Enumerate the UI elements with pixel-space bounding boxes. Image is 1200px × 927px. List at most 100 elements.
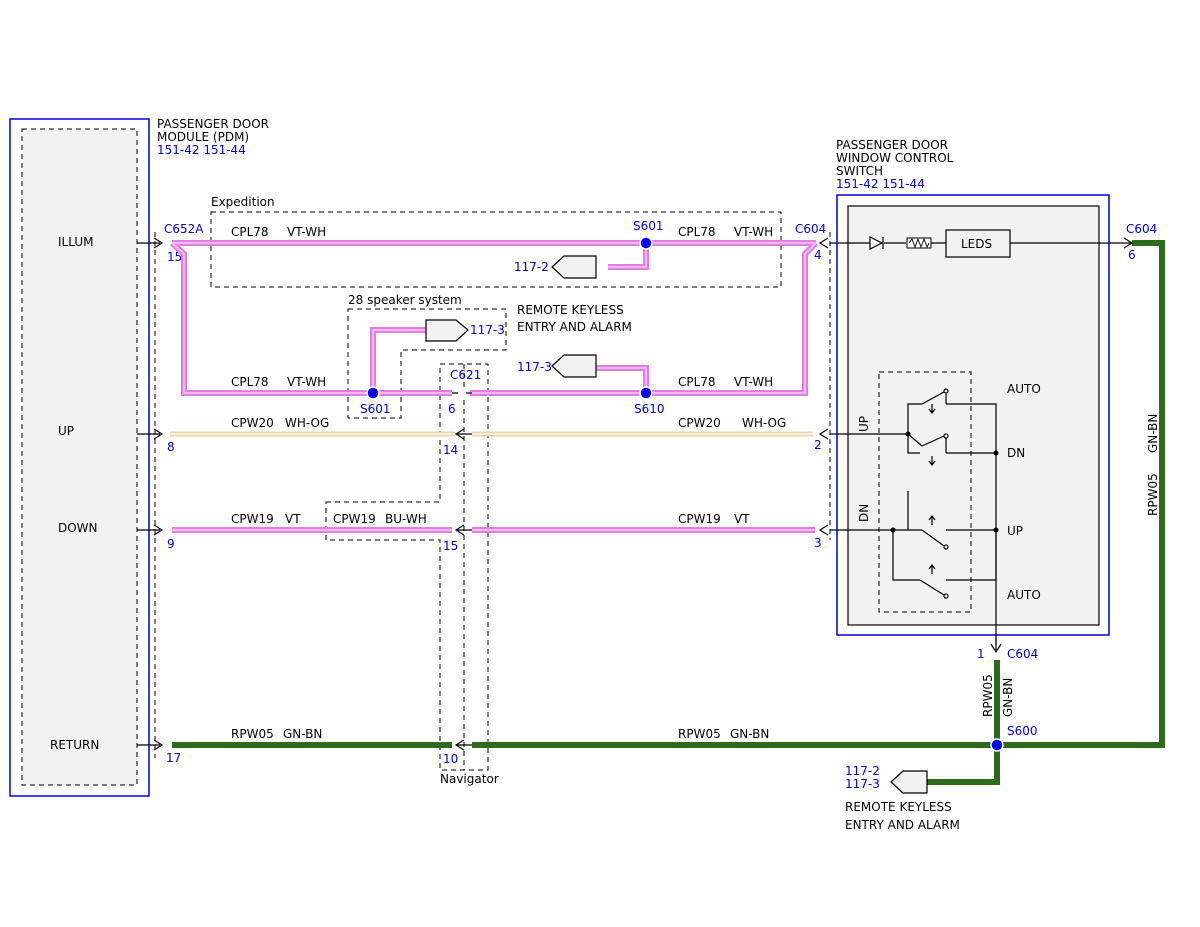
wire-rpw05-label-1: RPW05 (231, 727, 274, 741)
ref-flag-117-2 (551, 255, 597, 279)
wire-whog-label-2: WH-OG (742, 416, 786, 430)
wire-vtwh-label-4: VT-WH (734, 375, 773, 389)
switch-ref: 151-42 151-44 (836, 177, 925, 191)
pin-8-label: 8 (167, 440, 175, 454)
wire-cpl78-label-1: CPL78 (231, 225, 269, 239)
pin-illum-label: ILLUM (58, 235, 93, 249)
leds-label: LEDS (961, 237, 992, 251)
pin-3-label: 3 (814, 536, 822, 550)
pin-c621-10-label: 10 (443, 752, 458, 766)
switch-node-up (993, 527, 999, 533)
wire-cpl78 (169, 240, 819, 396)
arrow-c604-6 (1120, 237, 1134, 249)
resistor-icon (906, 237, 932, 249)
switch-module-border (836, 194, 1110, 636)
ref-flag-117-3-b (551, 354, 597, 378)
splice-s600-label: S600 (1007, 724, 1038, 738)
arrow-up (137, 428, 164, 440)
wire-cpw19-label-3: CPW19 (678, 512, 721, 526)
wire-cpw19-label-1: CPW19 (231, 512, 274, 526)
pdm-module-body (21, 128, 138, 786)
pin-2-label: 2 (814, 438, 822, 452)
ref-117-3-b: 117-3 (517, 360, 552, 374)
ref-117-2-b: 117-2 (845, 764, 880, 778)
switch-dn-label: DN (1007, 446, 1025, 460)
rke-label-4: ENTRY AND ALARM (845, 818, 960, 832)
pin-down-label: DOWN (58, 521, 98, 535)
switch-contacts (848, 388, 997, 645)
splice-s600 (990, 738, 1004, 752)
arrow-illum (137, 237, 164, 249)
wire-buwh-label: BU-WH (385, 512, 427, 526)
wire-rpw05-label-4: RPW05 (981, 674, 995, 717)
arrow-down (137, 524, 164, 536)
switch-node-input-dn (890, 527, 896, 533)
wire-vtwh-label-2: VT-WH (734, 225, 773, 239)
pdm-ref: 151-42 151-44 (157, 143, 246, 157)
arrow-c604-2 (818, 428, 848, 440)
wire-cpl78-label-2: CPL78 (678, 225, 716, 239)
switch-contacts-box (878, 371, 972, 613)
pin-c621-15-label: 15 (443, 539, 458, 553)
connector-c621-label: C621 (450, 368, 481, 382)
arrow-return (137, 739, 164, 751)
switch-side-up-label: UP (857, 416, 871, 432)
wire-gnbn-label-1: GN-BN (283, 727, 322, 741)
arrow-c604-4 (818, 237, 848, 249)
diode-icon (869, 236, 884, 250)
leds-block (945, 229, 1011, 258)
wire-cpw19-label-2: CPW19 (333, 512, 376, 526)
wire-cpl78-label-4: CPL78 (678, 375, 716, 389)
splice-s601-label-a: S601 (633, 219, 664, 233)
option-speaker-label: 28 speaker system (348, 293, 462, 307)
wire-vtwh-label-3: VT-WH (287, 375, 326, 389)
splice-s601-speaker (366, 386, 380, 400)
connector-c604-bottom-label: C604 (1007, 647, 1038, 661)
connector-c652a-label: C652A (164, 222, 204, 236)
wire-vtwh-label-1: VT-WH (287, 225, 326, 239)
pin-4-label: 4 (814, 248, 822, 262)
switch-node-input-up (905, 431, 911, 437)
pin-9-label: 9 (167, 537, 175, 551)
wire-gnbn-label-4: GN-BN (1001, 678, 1015, 717)
splice-s610 (639, 386, 653, 400)
wire-rpw05 (172, 240, 1165, 785)
switch-title-3: SWITCH (836, 164, 883, 178)
connector-c604-left-label: C604 (795, 222, 826, 236)
pdm-title-1: PASSENGER DOOR (157, 117, 269, 131)
wire-cpl78-label-3: CPL78 (231, 375, 269, 389)
pin-1-label: 1 (977, 647, 985, 661)
wire-rpw05-label-2: RPW05 (678, 727, 721, 741)
connector-c604-right-label: C604 (1126, 222, 1157, 236)
switch-title-1: PASSENGER DOOR (836, 138, 948, 152)
switch-title-2: WINDOW CONTROL (836, 151, 954, 165)
pin-return-label: RETURN (50, 738, 99, 752)
arrow-c604-3 (818, 524, 848, 536)
rke-label-1: REMOTE KEYLESS (517, 303, 624, 317)
rke-label-3: REMOTE KEYLESS (845, 800, 952, 814)
wire-gnbn-label-3: GN-BN (1146, 414, 1160, 453)
wire-whog-label-1: WH-OG (285, 416, 329, 430)
option-expedition-label: Expedition (211, 195, 275, 209)
arrow-c604-1 (990, 638, 1002, 654)
wire-cpw20-label-2: CPW20 (678, 416, 721, 430)
rke-label-2: ENTRY AND ALARM (517, 320, 632, 334)
arrow-c621-down (454, 524, 472, 536)
option-expedition-box (210, 211, 782, 288)
pin-15-label: 15 (167, 250, 182, 264)
ref-flag-117-2-117-3 (890, 770, 928, 794)
pin-6-label: 6 (1128, 248, 1136, 262)
switch-auto-2-label: AUTO (1007, 588, 1041, 602)
wire-cpw20-label-1: CPW20 (231, 416, 274, 430)
splice-s610-label: S610 (634, 402, 665, 416)
splice-s601-expedition (639, 236, 653, 250)
ref-flag-117-3-a (425, 319, 469, 342)
pdm-title-2: MODULE (PDM) (157, 130, 249, 144)
arrow-c621-return (454, 739, 472, 751)
arrow-c621-up (454, 428, 472, 440)
wire-gnbn-label-2: GN-BN (730, 727, 769, 741)
pin-up-label: UP (58, 424, 74, 438)
wire-vt-label-1: VT (285, 512, 301, 526)
pin-c621-14-label: 14 (443, 443, 458, 457)
